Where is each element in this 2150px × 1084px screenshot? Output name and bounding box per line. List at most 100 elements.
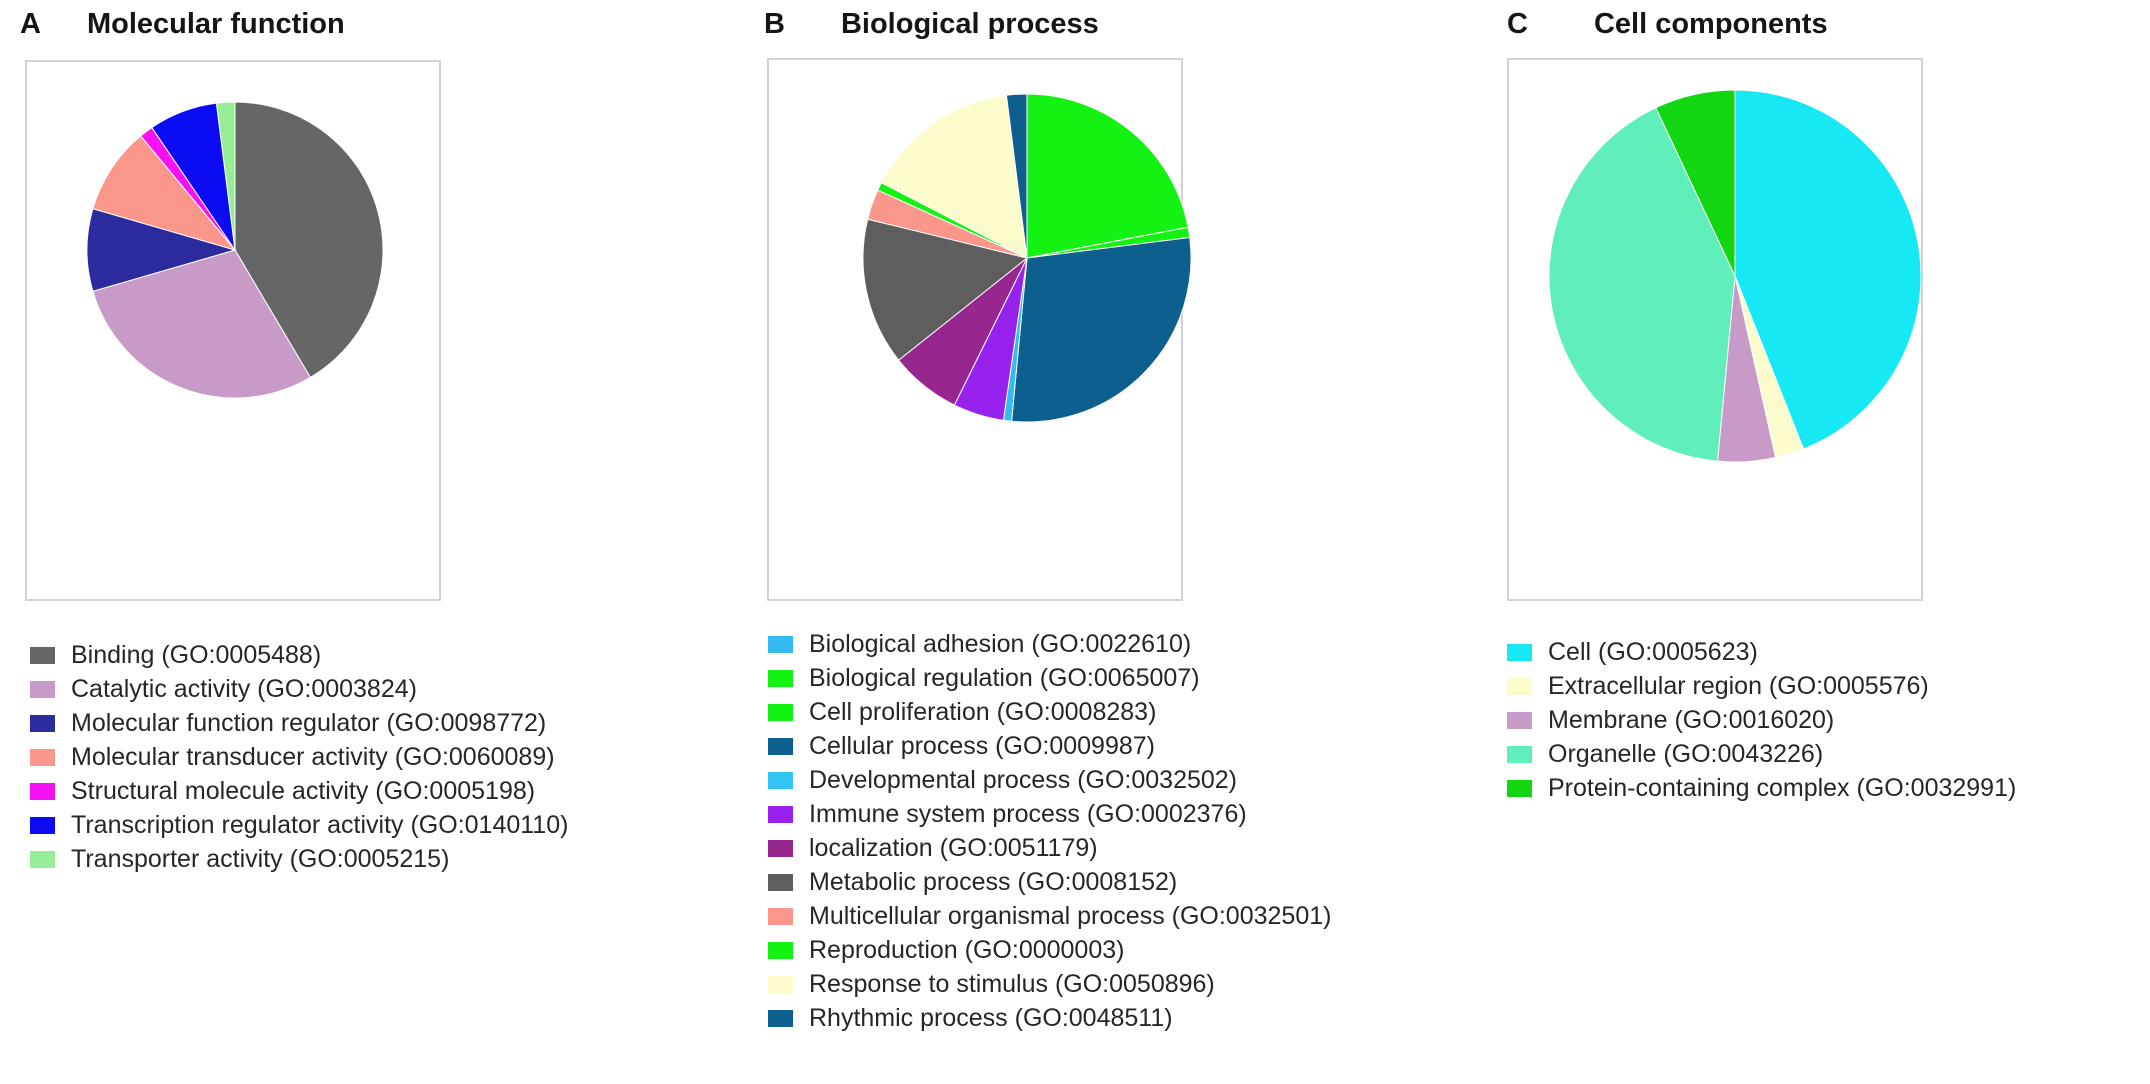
legend-color-swatch [768, 975, 793, 993]
legend-label: Biological regulation (GO:0065007) [809, 663, 1200, 692]
legend-label: Structural molecule activity (GO:0005198… [71, 776, 536, 805]
pie-chart-c [1549, 90, 1921, 462]
legend-label: Reproduction (GO:0000003) [809, 935, 1125, 964]
legend-color-swatch [768, 839, 793, 857]
pie-slice [1011, 236, 1191, 422]
legend-color-swatch [768, 635, 793, 653]
pie-slice [880, 94, 1028, 259]
panel-a-header: A Molecular function [0, 0, 740, 48]
legend-label: Protein-containing complex (GO:0032991) [1548, 773, 2017, 802]
legend-color-swatch [768, 941, 793, 959]
panel-b-title: Biological process [840, 7, 1099, 40]
legend-b-item: Rhythmic process (GO:0048511) [768, 1001, 1331, 1035]
legend-a-item: Binding (GO:0005488) [30, 638, 568, 672]
pie-svg [87, 102, 383, 398]
pie-svg [863, 94, 1191, 422]
panel-c-letter: C [1507, 7, 1528, 40]
legend-b-item: localization (GO:0051179) [768, 831, 1331, 865]
legend-b-item: Developmental process (GO:0032502) [768, 763, 1331, 797]
plot-frame-c [1507, 58, 1923, 601]
pie-slice [1005, 94, 1028, 259]
panel-a-title: Molecular function [86, 7, 345, 40]
pie-slice [92, 135, 237, 251]
legend-a-item: Structural molecule activity (GO:0005198… [30, 774, 568, 808]
pie-slice [863, 218, 1029, 361]
legend-color-swatch [1507, 677, 1532, 695]
legend-color-swatch [1507, 643, 1532, 661]
legend-c-item: Cell (GO:0005623) [1507, 635, 2016, 669]
legend-label: Developmental process (GO:0032502) [809, 765, 1238, 794]
legend-a-item: Transcription regulator activity (GO:014… [30, 808, 568, 842]
legend-a: Binding (GO:0005488)Catalytic activity (… [30, 638, 568, 876]
legend-label: Catalytic activity (GO:0003824) [71, 674, 417, 703]
legend-b-item: Cellular process (GO:0009987) [768, 729, 1331, 763]
pie-slice [1549, 107, 1736, 462]
legend-label: Transporter activity (GO:0005215) [71, 844, 450, 873]
legend-label: Multicellular organismal process (GO:003… [809, 901, 1332, 930]
plot-frame-b [767, 58, 1191, 601]
legend-label: Extracellular region (GO:0005576) [1548, 671, 1929, 700]
legend-color-swatch [768, 771, 793, 789]
legend-label: Metabolic process (GO:0008152) [809, 867, 1178, 896]
legend-c: Cell (GO:0005623) Extracellular region (G… [1507, 635, 2016, 805]
panel-c-title: Cell components [1593, 7, 1828, 40]
legend-b-item: Reproduction (GO:0000003) [768, 933, 1331, 967]
legend-b-item: Multicellular organismal process (GO:003… [768, 899, 1331, 933]
legend-color-swatch [30, 714, 55, 732]
legend-c-item: Organelle (GO:0043226) [1507, 737, 2016, 771]
legend-color-swatch [768, 1009, 793, 1027]
legend-b-item: Immune system process (GO:0002376) [768, 797, 1331, 831]
legend-b-item: Response to stimulus (GO:0050896) [768, 967, 1331, 1001]
legend-b-item: Biological regulation (GO:0065007) [768, 661, 1331, 695]
legend-a-item: Molecular transducer activity (GO:006008… [30, 740, 568, 774]
legend-label: Molecular transducer activity (GO:006008… [71, 742, 555, 771]
pie-slice [215, 102, 236, 251]
legend-color-swatch [1507, 779, 1532, 797]
pie-slice [1655, 90, 1736, 277]
legend-a-item: Catalytic activity (GO:0003824) [30, 672, 568, 706]
legend-label: Organelle (GO:0043226) [1548, 739, 1824, 768]
legend-label: localization (GO:0051179) [809, 833, 1098, 862]
pie-svg [1549, 90, 1921, 462]
legend-color-swatch [30, 816, 55, 834]
pie-slice [87, 208, 237, 292]
legend-label: Immune system process (GO:0002376) [809, 799, 1247, 828]
legend-color-swatch [30, 748, 55, 766]
legend-color-swatch [1507, 711, 1532, 729]
legend-label: Cell proliferation (GO:0008283) [809, 697, 1157, 726]
legend-c-item: Extracellular region (GO:0005576) [1507, 669, 2016, 703]
legend-color-swatch [30, 680, 55, 698]
legend-c-item: Protein-containing complex (GO:0032991) [1507, 771, 2016, 805]
pie-slice [1734, 90, 1921, 450]
legend-label: Transcription regulator activity (GO:014… [71, 810, 569, 839]
panel-cell-components: C Cell components Cell (GO:0005623) Extra… [1485, 0, 2150, 800]
legend-b-item: Metabolic process (GO:0008152) [768, 865, 1331, 899]
legend-color-swatch [768, 737, 793, 755]
legend-color-swatch [768, 703, 793, 721]
plot-frame-a [25, 60, 441, 601]
legend-b-item: Cell proliferation (GO:0008283) [768, 695, 1331, 729]
legend-label: Molecular function regulator (GO:0098772… [71, 708, 547, 737]
legend-b: Biological adhesion (GO:0022610) Biologic… [768, 627, 1331, 1035]
legend-label: Membrane (GO:0016020) [1548, 705, 1835, 734]
legend-label: Biological adhesion (GO:0022610) [809, 629, 1192, 658]
panel-biological-process: B Biological process Biological adhesion… [740, 0, 1485, 1031]
legend-color-swatch [768, 805, 793, 823]
panel-b-letter: B [764, 7, 785, 40]
legend-color-swatch [768, 873, 793, 891]
pie-slice [1026, 94, 1189, 259]
panel-b-header: B Biological process [740, 0, 1485, 48]
legend-a-item: Molecular function regulator (GO:0098772… [30, 706, 568, 740]
legend-label: Cell (GO:0005623) [1548, 637, 1758, 666]
legend-b-item: Biological adhesion (GO:0022610) [768, 627, 1331, 661]
legend-color-swatch [1507, 745, 1532, 763]
legend-label: Rhythmic process (GO:0048511) [809, 1003, 1173, 1032]
legend-color-swatch [30, 850, 55, 868]
legend-label: Response to stimulus (GO:0050896) [809, 969, 1215, 998]
pie-chart-a [87, 102, 383, 398]
legend-color-swatch [768, 669, 793, 687]
legend-color-swatch [30, 782, 55, 800]
panel-a-letter: A [20, 7, 41, 40]
panel-molecular-function: A Molecular function Binding (GO:0005488… [0, 0, 740, 872]
pie-slice [92, 249, 312, 398]
